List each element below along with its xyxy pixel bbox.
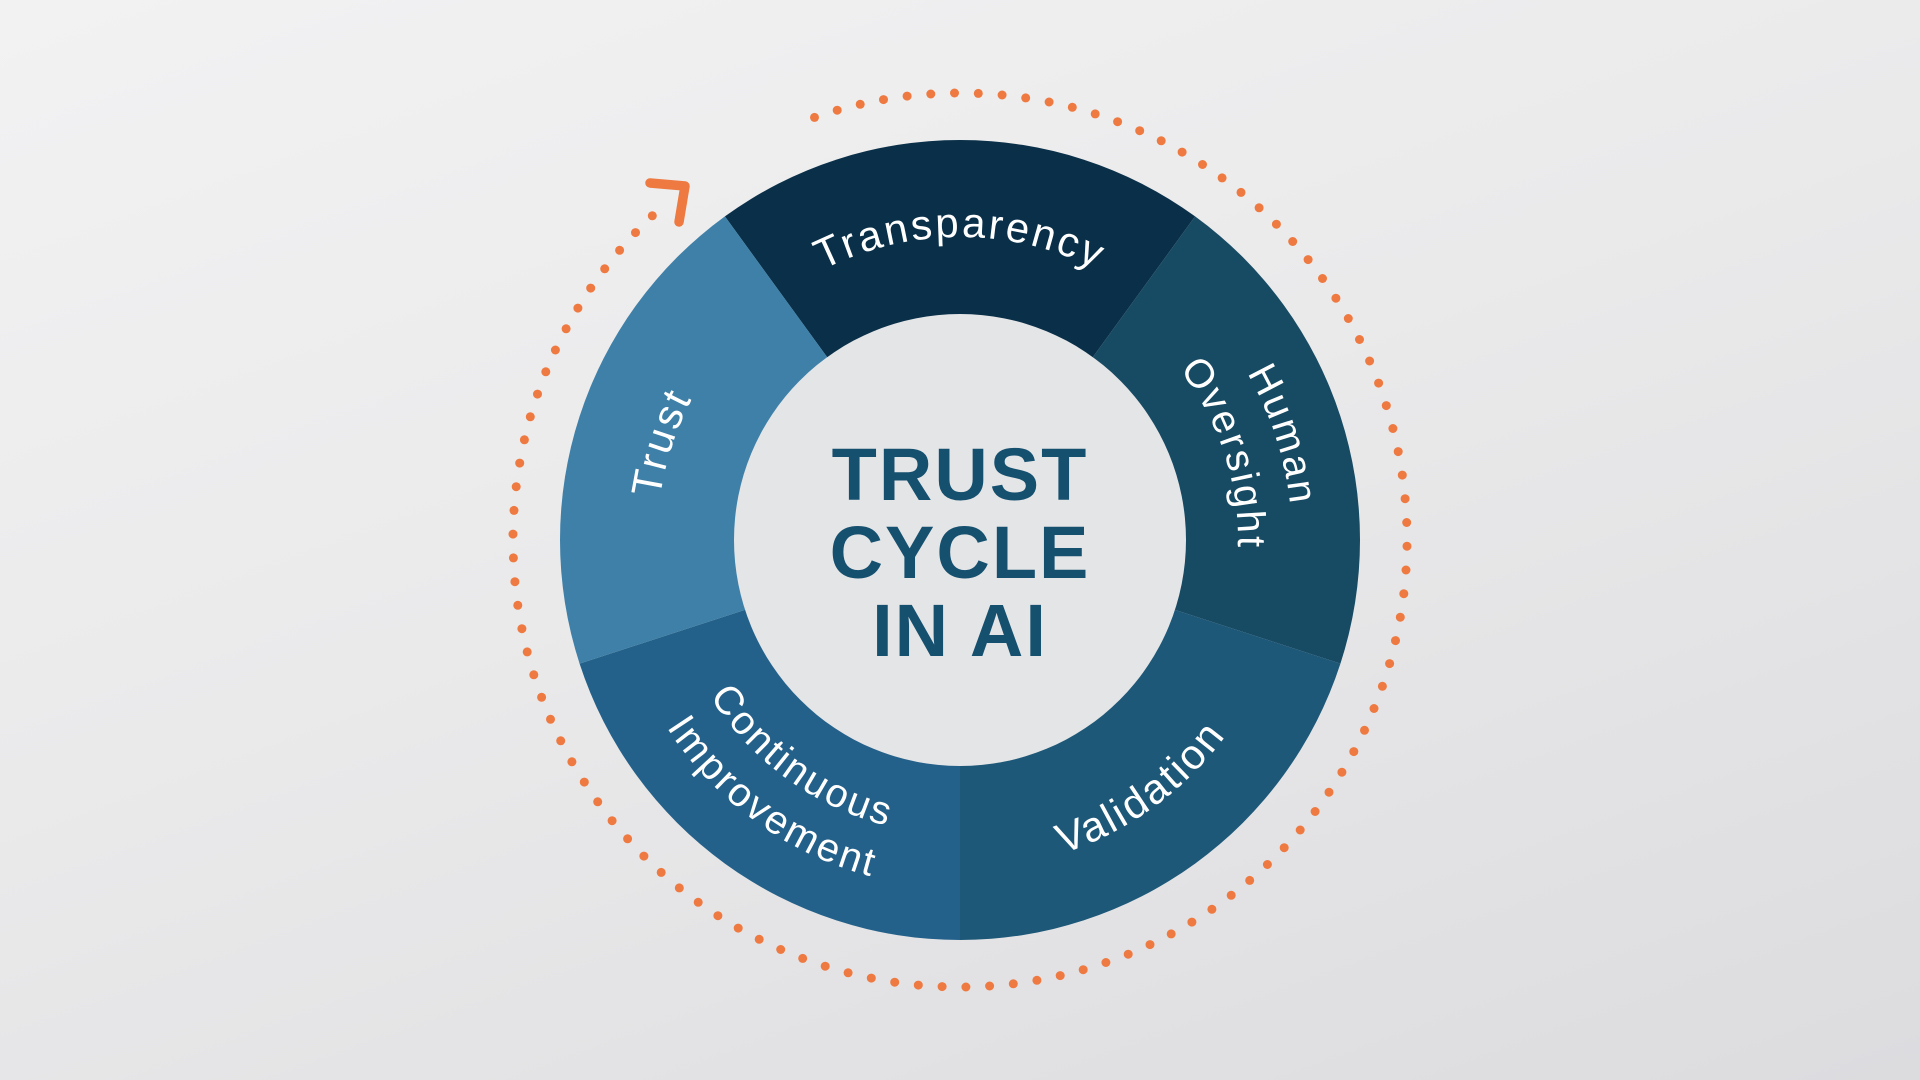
title-line-3: IN AI bbox=[872, 589, 1048, 672]
center-title: TRUST CYCLE IN AI bbox=[830, 433, 1091, 672]
cycle-dots bbox=[508, 88, 1412, 992]
inner-circle bbox=[734, 314, 1186, 766]
cycle-arrow-icon bbox=[645, 178, 690, 227]
title-line-2: CYCLE bbox=[830, 511, 1091, 594]
title-line-1: TRUST bbox=[832, 433, 1089, 516]
